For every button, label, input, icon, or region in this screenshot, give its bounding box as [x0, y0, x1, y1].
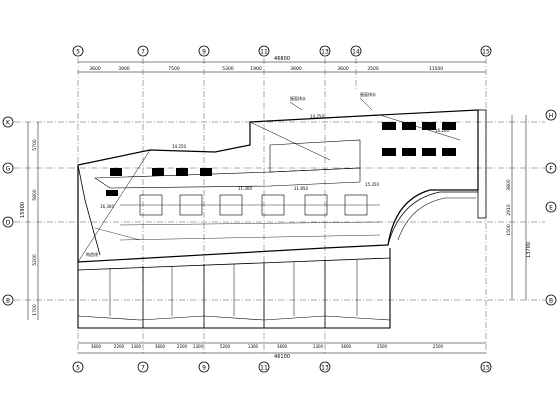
bottom-dim: 2500 — [433, 344, 444, 349]
axis-bottom-5: 5 — [76, 365, 80, 372]
bottom-overall-dim: 46100 — [274, 354, 290, 360]
top-dim: 3600 — [290, 66, 302, 72]
right-dimension-chain: 13700 3800 2910 1500 — [506, 115, 532, 300]
bottom-dim: 1300 — [248, 344, 259, 349]
axis-top-11: 11 — [260, 49, 268, 56]
elevation-label: 14.250 — [172, 144, 186, 149]
axis-right-H: H — [549, 113, 554, 120]
elevation-label: 16.300 — [100, 204, 114, 209]
elevation-label: 16.200 — [435, 128, 449, 133]
top-dim: 3900 — [118, 66, 130, 72]
bottom-axis-bubbles: 5 7 9 11 13 15 — [72, 361, 492, 373]
bottom-dim: 1300 — [193, 344, 204, 349]
left-dim: 5700 — [32, 139, 38, 151]
axis-top-14: 14 — [352, 49, 360, 56]
axis-left-B: B — [6, 298, 10, 305]
bottom-dim: 3600 — [277, 344, 288, 349]
elevation-label: 11.850 — [294, 186, 308, 191]
bottom-dim: 2200 — [114, 344, 125, 349]
axis-top-13: 13 — [321, 49, 329, 56]
right-dim: 3800 — [506, 179, 512, 191]
equipment-blocks — [106, 122, 456, 196]
right-dim: 2910 — [506, 204, 512, 216]
bottom-dim: 3500 — [377, 344, 388, 349]
elevation-label: 15.350 — [365, 182, 379, 187]
axis-top-9: 9 — [202, 49, 206, 56]
bottom-dimension-chain: 46100 3600 2200 1300 3600 2200 1300 5200… — [78, 342, 486, 360]
left-dim: 1700 — [32, 304, 38, 316]
left-axis-bubbles: K G D B — [2, 116, 14, 306]
left-dim: 5200 — [32, 254, 38, 266]
top-dim: 5300 — [222, 66, 234, 72]
elevation-marks: 14.250 14.250 11.300 16.300 11.850 15.35… — [100, 114, 449, 209]
grid-lines — [14, 58, 545, 355]
annotation-notes: 屋面排水 屋面排水 构造线 — [86, 91, 376, 257]
axis-bottom-9: 9 — [202, 365, 206, 372]
bottom-dim: 3600 — [341, 344, 352, 349]
building-outline — [77, 109, 487, 329]
top-dim: 3600 — [89, 66, 101, 72]
axis-right-B: B — [549, 298, 553, 305]
axis-right-F: F — [549, 166, 553, 173]
axis-bottom-15: 15 — [482, 365, 490, 372]
top-dim: 1900 — [250, 66, 262, 72]
right-dim: 1500 — [506, 224, 512, 236]
top-dim: 7500 — [168, 66, 180, 72]
bottom-dim: 2200 — [177, 344, 188, 349]
top-dim: 11500 — [429, 66, 443, 72]
bottom-dim: 3600 — [91, 344, 102, 349]
top-axis-bubbles: 5 7 9 11 13 14 15 — [72, 45, 492, 57]
bottom-dim: 3600 — [155, 344, 166, 349]
bottom-dim: 1300 — [313, 344, 324, 349]
bottom-dim: 1300 — [131, 344, 142, 349]
left-dimension-chain: 15900 5700 5800 5200 1700 — [20, 122, 39, 320]
top-dim: 3600 — [337, 66, 349, 72]
axis-left-G: G — [6, 166, 11, 173]
left-dim: 5800 — [32, 189, 38, 201]
left-overall-dim: 15900 — [20, 202, 26, 218]
note-label: 构造线 — [86, 251, 98, 257]
axis-top-7: 7 — [141, 49, 145, 56]
axis-right-E: E — [549, 205, 553, 212]
mechanical-area — [94, 194, 381, 241]
axis-bottom-11: 11 — [260, 365, 268, 372]
axis-bottom-13: 13 — [321, 365, 329, 372]
right-axis-bubbles: H F E B — [545, 109, 557, 306]
elevation-label: 14.250 — [310, 114, 324, 119]
right-overall-dim: 13700 — [526, 242, 532, 258]
bottom-dim: 5200 — [220, 344, 231, 349]
elevation-label: 11.300 — [238, 186, 252, 191]
axis-bottom-7: 7 — [141, 365, 145, 372]
axis-left-D: D — [6, 220, 11, 227]
top-overall-dim: 46800 — [274, 56, 290, 62]
note-label: 屋面排水 — [360, 91, 376, 97]
axis-top-5: 5 — [76, 49, 80, 56]
top-dimension-chain: 46800 3600 3900 7500 5300 1900 3600 3600… — [78, 56, 486, 73]
top-dim: 3500 — [367, 66, 379, 72]
axis-left-K: K — [6, 120, 11, 127]
note-label: 屋面排水 — [290, 95, 306, 101]
axis-top-15: 15 — [482, 49, 490, 56]
